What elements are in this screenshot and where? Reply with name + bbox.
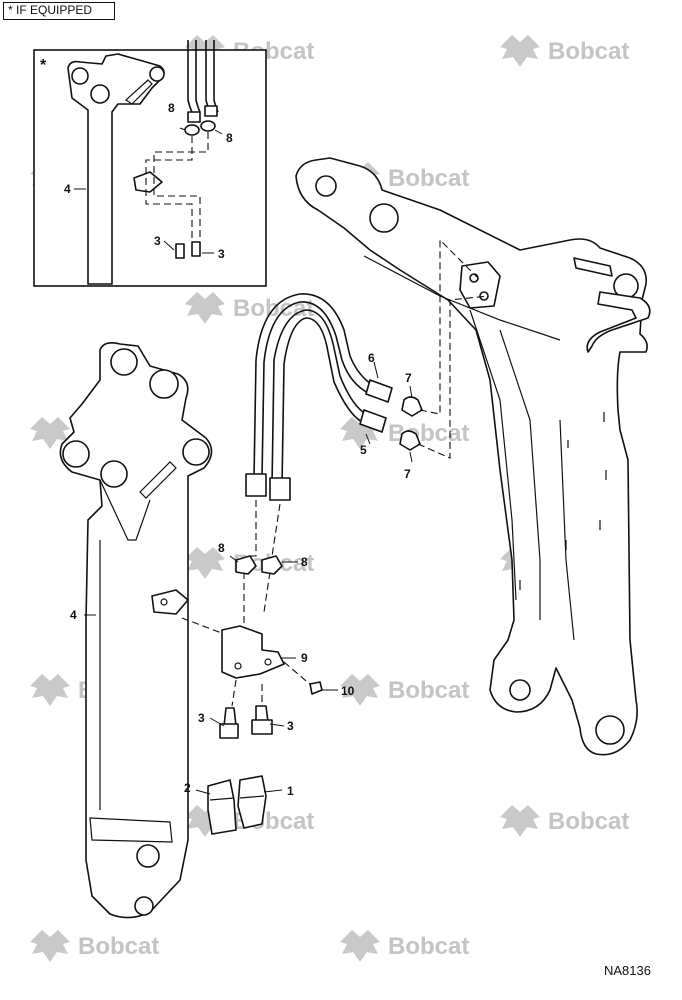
callout-label: 8 [168,101,175,115]
callout-label: 1 [287,784,294,798]
callout-label: 7 [404,467,411,481]
callout-label: 5 [360,443,367,457]
callout-label: 8 [226,131,233,145]
callout-label: 4 [64,182,71,196]
callout-label: 3 [198,711,205,725]
callout-label: 10 [341,684,355,698]
if-equipped-label: IF EQUIPPED [16,3,93,17]
figure-reference: NA8136 [604,963,651,978]
watermark-text: Bobcat [388,933,469,960]
callout-label: 7 [405,371,412,385]
watermark-text: Bobcat [78,933,159,960]
watermark-text: Bobcat [548,38,629,65]
watermark-text: Bobcat [548,808,629,835]
inset-asterisk: * [40,57,47,74]
hardware-parts [151,555,323,835]
hydraulic-hoses [245,293,423,501]
boom-assembly [295,157,651,756]
inset-detail: * 8 8 4 3 3 [33,40,267,287]
callout-label: 3 [287,719,294,733]
watermark-text: Bobcat [388,165,469,192]
callout-label: 2 [184,781,191,795]
arm-assembly [59,342,213,919]
callout-label: 4 [70,608,77,622]
if-equipped-legend: * IF EQUIPPED [3,2,115,20]
callouts: 6 7 5 7 8 8 4 9 10 3 3 2 1 [70,351,413,798]
asterisk-marker: * [8,3,13,17]
callout-label: 8 [301,555,308,569]
watermark-text: Bobcat [388,677,469,704]
callout-label: 6 [368,351,375,365]
callout-label: 8 [218,541,225,555]
callout-label: 3 [218,247,225,261]
assembly-lines [181,238,489,707]
callout-label: 3 [154,234,161,248]
callout-label: 9 [301,651,308,665]
